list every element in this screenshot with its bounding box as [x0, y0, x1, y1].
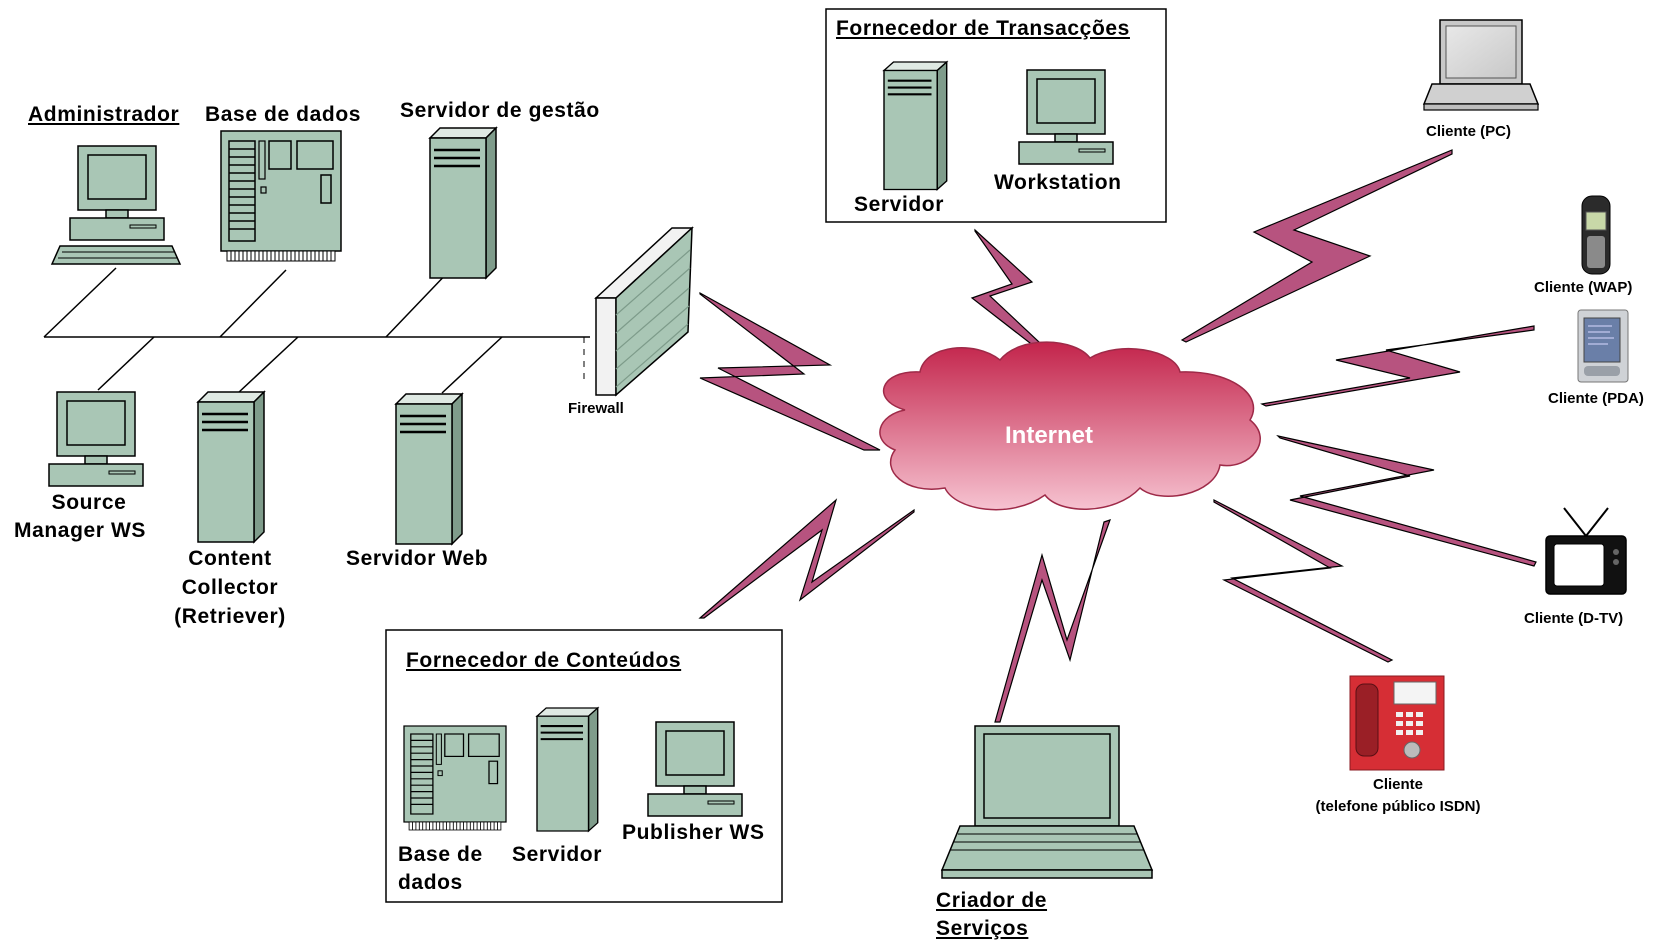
label-content-2: Collector [181, 576, 279, 599]
label-source-manager-2: Manager WS [14, 519, 147, 542]
client-payphone-icon [1349, 675, 1445, 771]
content-collector-server-icon [196, 390, 266, 544]
client-pc-laptop-icon [1422, 19, 1540, 111]
label-criador-1: Criador de [936, 889, 1048, 912]
bolt-transacoes [970, 228, 1057, 358]
label-firewall: Firewall [568, 400, 624, 417]
label-client-dtv: Cliente (D-TV) [1524, 610, 1624, 627]
label-administrador: Administrador [28, 103, 180, 126]
label-criador-2: Serviços [936, 917, 1029, 940]
client-wap-phone-icon [1581, 195, 1611, 275]
label-transacoes-servidor: Servidor [854, 193, 944, 216]
label-publisher: Publisher WS [622, 821, 765, 844]
source-manager-computer-icon [48, 391, 144, 487]
label-internet: Internet [1005, 422, 1094, 449]
web-server-icon [394, 392, 464, 546]
bolt-isdn [1213, 499, 1394, 663]
conteudos-title: Fornecedor de Conteúdos [406, 649, 682, 672]
label-servidor-web: Servidor Web [346, 547, 489, 570]
bolt-pc [1180, 149, 1453, 343]
management-server-icon [428, 126, 498, 280]
bolt-dtv [1276, 434, 1537, 567]
label-client-pda: Cliente (PDA) [1548, 390, 1644, 407]
label-client-wap: Cliente (WAP) [1534, 279, 1633, 296]
label-conteudos-servidor: Servidor [512, 843, 602, 866]
internet-cloud-icon [879, 341, 1261, 511]
label-base-de-dados: Base de dados [205, 103, 362, 126]
conteudos-server-icon [535, 706, 599, 833]
criador-laptop-icon [940, 725, 1154, 879]
label-source-manager-1: Source [51, 491, 127, 514]
client-tv-icon [1545, 507, 1627, 595]
label-transacoes-workstation: Workstation [994, 171, 1122, 194]
conteudos-box [385, 629, 783, 903]
label-client-isdn-2: (telefone público ISDN) [1315, 798, 1481, 815]
publisher-computer-icon [647, 721, 743, 817]
transacoes-box [825, 8, 1167, 223]
label-conteudos-base-2: dados [398, 871, 463, 894]
bolt-firewall [699, 291, 881, 451]
client-pda-icon [1577, 309, 1629, 383]
firewall-icon [594, 226, 694, 397]
transacoes-server-icon [882, 60, 948, 191]
bolt-criador [994, 519, 1111, 723]
administrador-computer-icon [50, 145, 182, 265]
label-client-pc: Cliente (PC) [1426, 123, 1512, 140]
transacoes-title: Fornecedor de Transacções [836, 17, 1130, 40]
database-mainframe-icon [220, 130, 342, 262]
lan-lines [43, 267, 590, 394]
bolt-pda [1260, 325, 1535, 407]
label-conteudos-base-1: Base de [398, 843, 483, 866]
conteudos-database-icon [403, 725, 507, 831]
label-content-1: Content [188, 547, 272, 570]
label-content-3: (Retriever) [174, 605, 286, 628]
bolt-conteudos [698, 498, 915, 619]
transacoes-workstation-icon [1018, 69, 1114, 165]
label-client-isdn-1: Cliente [1372, 776, 1423, 793]
label-servidor-gestao: Servidor de gestão [400, 99, 600, 122]
